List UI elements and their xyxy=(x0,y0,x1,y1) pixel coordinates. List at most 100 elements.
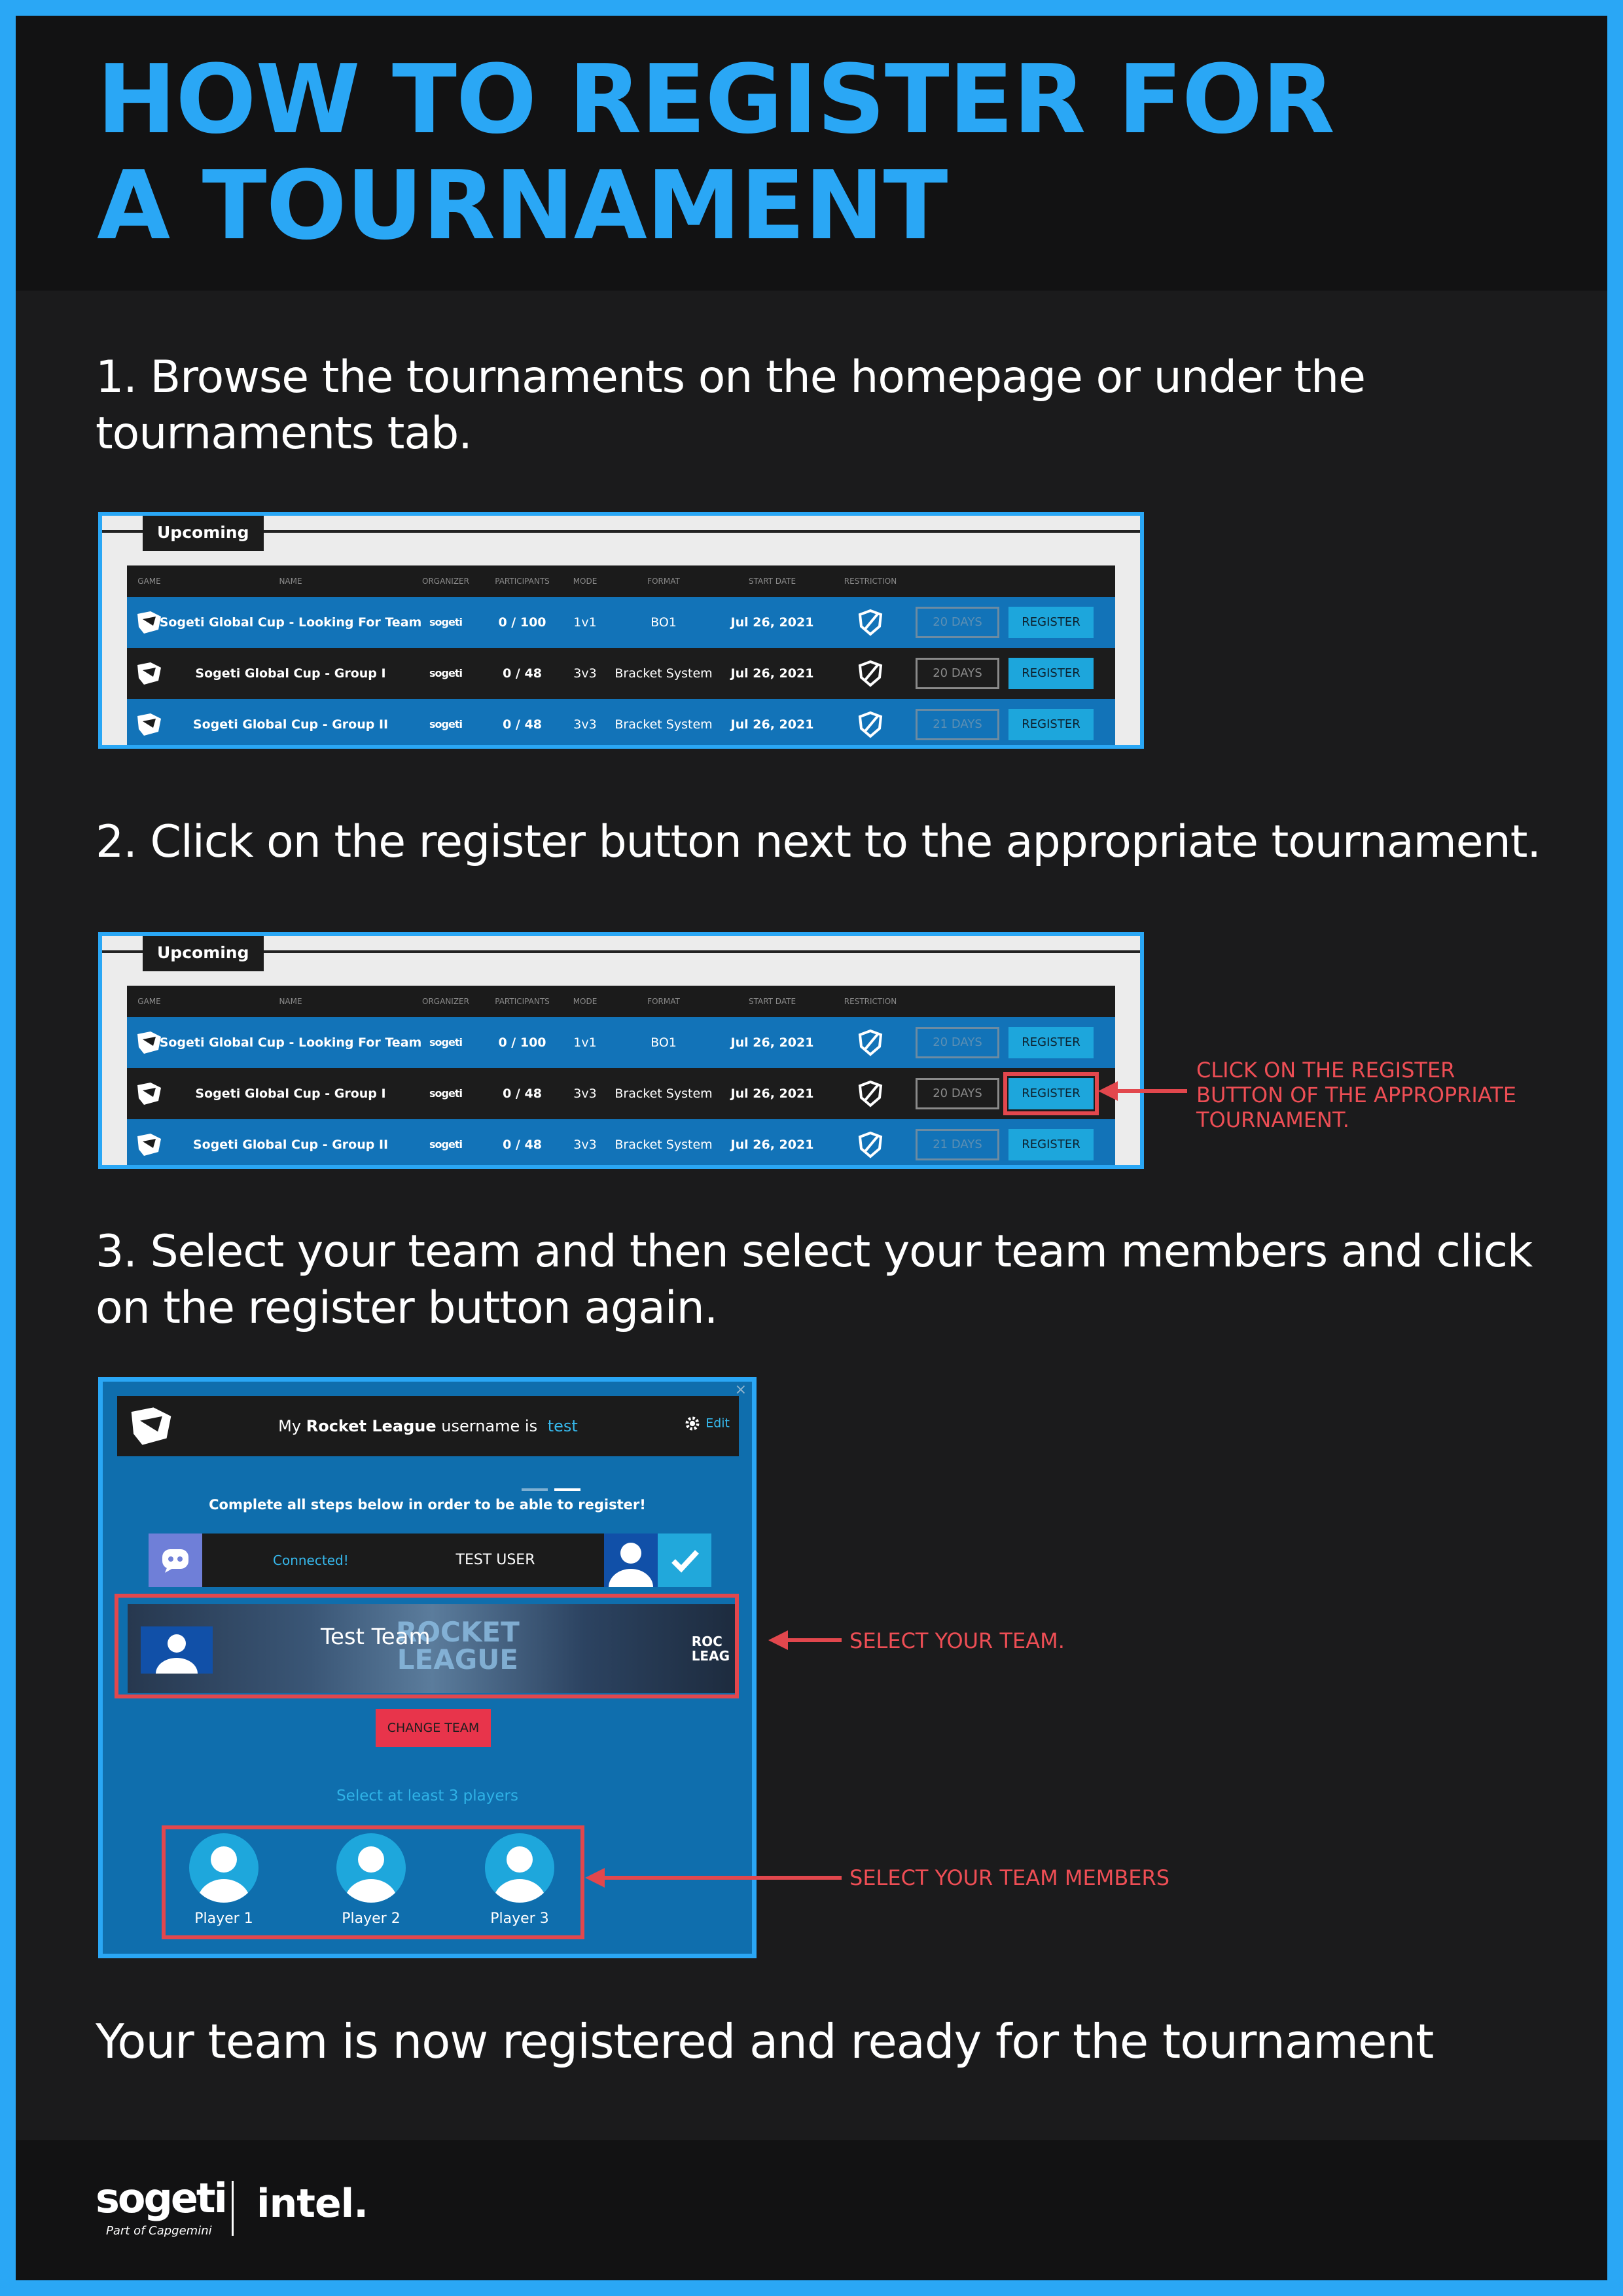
tournament-name[interactable]: Sogeti Global Cup - Group I xyxy=(195,666,386,681)
participants: 0 / 48 xyxy=(503,717,542,732)
organizer-logo: sogeti xyxy=(429,1087,463,1100)
register-button[interactable]: REGISTER xyxy=(1008,1027,1094,1058)
header-band: HOW TO REGISTER FOR A TOURNAMENT xyxy=(16,16,1607,291)
col-name: NAME xyxy=(279,997,302,1006)
discord-connection-row: Connected! TEST USER xyxy=(149,1534,711,1587)
intel-logo: intel. xyxy=(257,2181,368,2227)
team-card[interactable]: ROCKET LEAGUE Test Team ROC LEAG xyxy=(128,1604,736,1693)
organizer-logo: sogeti xyxy=(429,1138,463,1151)
logo-divider xyxy=(232,2181,234,2236)
days-remaining-badge: 21 DAYS xyxy=(916,709,999,740)
footer: sogeti Part of Capgemini intel. xyxy=(16,2140,1607,2280)
days-remaining-badge: 20 DAYS xyxy=(916,1027,999,1058)
upcoming-tab[interactable]: Upcoming xyxy=(143,936,264,971)
infographic-page: HOW TO REGISTER FOR A TOURNAMENT 1. Brow… xyxy=(16,16,1607,2280)
team-avatar xyxy=(141,1626,213,1674)
register-button-highlighted[interactable]: REGISTER xyxy=(1008,1078,1094,1109)
members-highlight-box xyxy=(162,1825,584,1939)
register-button[interactable]: REGISTER xyxy=(1008,607,1094,638)
col-organizer: ORGANIZER xyxy=(422,577,469,586)
tournament-name[interactable]: Sogeti Global Cup - Looking For Team xyxy=(159,615,422,630)
player-3-select[interactable]: Player 3 xyxy=(477,1833,562,1927)
mode: 1v1 xyxy=(573,1035,597,1050)
tournament-table-screenshot-2: Upcoming GAME NAME ORGANIZER PARTICIPANT… xyxy=(98,932,1144,1169)
final-message: Your team is now registered and ready fo… xyxy=(96,2014,1434,2069)
complete-steps-text: Complete all steps below in order to be … xyxy=(209,1497,646,1513)
restriction-shield-icon xyxy=(858,660,883,687)
col-participants: PARTICIPANTS xyxy=(495,997,550,1006)
start-date: Jul 26, 2021 xyxy=(730,615,814,630)
col-mode: MODE xyxy=(573,577,597,586)
tournament-name[interactable]: Sogeti Global Cup - Group II xyxy=(192,717,389,732)
participants: 0 / 48 xyxy=(503,1086,542,1101)
rocket-league-icon xyxy=(131,1407,171,1445)
table-row[interactable]: Sogeti Global Cup - Looking For Team sog… xyxy=(127,1017,1115,1068)
annotation-register-note: CLICK ON THE REGISTER BUTTON OF THE APPR… xyxy=(1196,1058,1517,1132)
step-2-text: 2. Click on the register button next to … xyxy=(96,816,1541,868)
player-avatar xyxy=(485,1833,554,1903)
annotation-arrow-register xyxy=(1098,1081,1187,1101)
mode: 1v1 xyxy=(573,615,597,630)
table-header: GAME NAME ORGANIZER PARTICIPANTS MODE FO… xyxy=(127,565,1115,597)
tournament-table: GAME NAME ORGANIZER PARTICIPANTS MODE FO… xyxy=(127,986,1115,1165)
tournament-name[interactable]: Sogeti Global Cup - Looking For Team xyxy=(159,1035,422,1050)
annotation-members-note: SELECT YOUR TEAM MEMBERS xyxy=(849,1865,1170,1890)
col-name: NAME xyxy=(279,577,302,586)
start-date: Jul 26, 2021 xyxy=(730,717,814,732)
edit-username-button[interactable]: Edit xyxy=(683,1414,730,1433)
start-date: Jul 26, 2021 xyxy=(730,666,814,681)
col-organizer: ORGANIZER xyxy=(422,997,469,1006)
organizer-logo: sogeti xyxy=(429,667,463,679)
register-button[interactable]: REGISTER xyxy=(1008,1129,1094,1160)
table-row[interactable]: Sogeti Global Cup - Group II sogeti 0 / … xyxy=(127,699,1115,745)
discord-username: TEST USER xyxy=(455,1552,535,1568)
rocket-league-icon xyxy=(137,713,161,736)
participants: 0 / 100 xyxy=(498,1035,546,1050)
discord-icon xyxy=(149,1534,202,1587)
change-team-button[interactable]: CHANGE TEAM xyxy=(376,1709,491,1747)
format: Bracket System xyxy=(615,1138,713,1152)
rocket-league-banner: ROCKET LEAGUE xyxy=(396,1616,520,1676)
tournament-name[interactable]: Sogeti Global Cup - Group II xyxy=(192,1138,389,1152)
sogeti-sub-logo: Part of Capgemini xyxy=(106,2224,212,2238)
col-restriction: RESTRICTION xyxy=(844,577,897,586)
close-icon[interactable]: × xyxy=(734,1382,747,1398)
format: Bracket System xyxy=(615,1086,713,1101)
mode: 3v3 xyxy=(573,666,597,681)
organizer-logo: sogeti xyxy=(429,616,463,628)
table-row[interactable]: Sogeti Global Cup - Group II sogeti 0 / … xyxy=(127,1119,1115,1165)
title-line-1: HOW TO REGISTER FOR xyxy=(97,45,1335,155)
upcoming-tab[interactable]: Upcoming xyxy=(143,516,264,551)
player-avatar xyxy=(189,1833,259,1903)
register-button[interactable]: REGISTER xyxy=(1008,709,1094,740)
organizer-logo: sogeti xyxy=(429,718,463,730)
annotation-arrow-team xyxy=(768,1630,842,1650)
table-row[interactable]: Sogeti Global Cup - Looking For Team sog… xyxy=(127,597,1115,648)
table-row[interactable]: Sogeti Global Cup - Group I sogeti 0 / 4… xyxy=(127,1068,1115,1119)
participants: 0 / 48 xyxy=(503,666,542,681)
annotation-team-note: SELECT YOUR TEAM. xyxy=(849,1628,1065,1653)
mode: 3v3 xyxy=(573,717,597,732)
table-row[interactable]: Sogeti Global Cup - Group I sogeti 0 / 4… xyxy=(127,648,1115,699)
tournament-name[interactable]: Sogeti Global Cup - Group I xyxy=(195,1086,386,1101)
col-format: FORMAT xyxy=(647,577,680,586)
participants: 0 / 48 xyxy=(503,1138,542,1152)
player-2-select[interactable]: Player 2 xyxy=(329,1833,414,1927)
table-header: GAME NAME ORGANIZER PARTICIPANTS MODE FO… xyxy=(127,986,1115,1017)
header-rule xyxy=(102,950,1140,953)
team-highlight-box xyxy=(115,1594,739,1698)
check-icon xyxy=(658,1534,711,1587)
format: Bracket System xyxy=(615,666,713,681)
restriction-shield-icon xyxy=(858,711,883,738)
username-line: My Rocket League username is test xyxy=(278,1417,578,1435)
rocket-league-icon xyxy=(137,1134,161,1156)
format: BO1 xyxy=(651,615,677,630)
register-button[interactable]: REGISTER xyxy=(1008,658,1094,689)
title-line-2: A TOURNAMENT xyxy=(97,151,948,261)
col-participants: PARTICIPANTS xyxy=(495,577,550,586)
col-mode: MODE xyxy=(573,997,597,1006)
player-1-select[interactable]: Player 1 xyxy=(181,1833,266,1927)
player-name: Player 1 xyxy=(194,1910,253,1927)
player-name: Player 2 xyxy=(342,1910,401,1927)
format: Bracket System xyxy=(615,717,713,732)
